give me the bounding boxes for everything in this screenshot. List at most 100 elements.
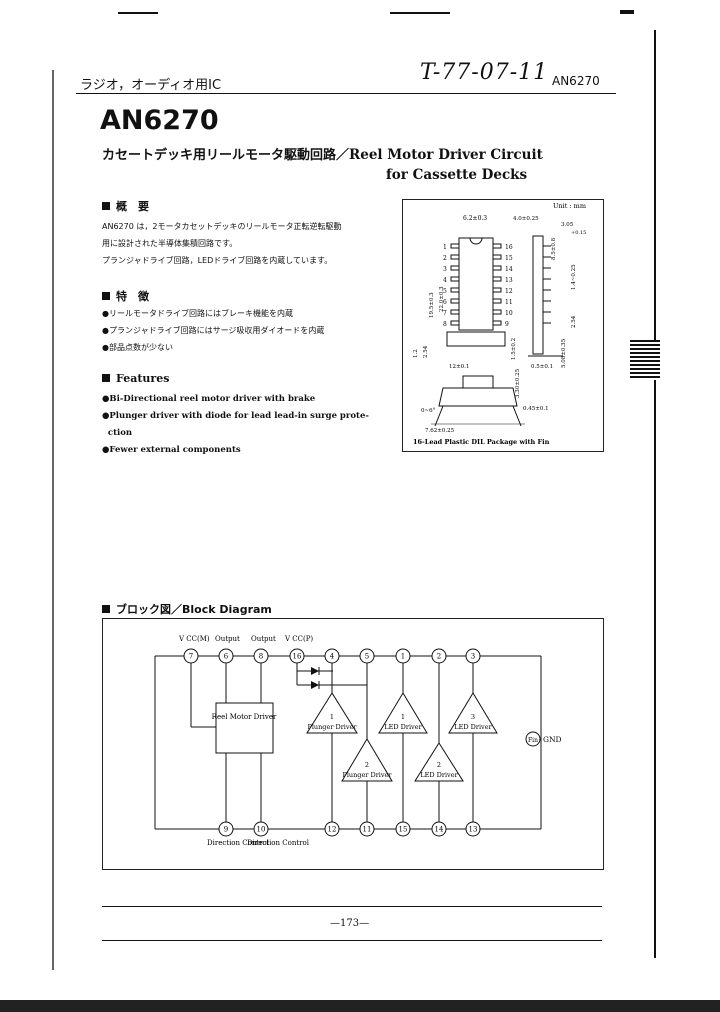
pin-label: 6 — [224, 653, 229, 661]
section-marker-icon — [102, 292, 110, 300]
pin-number: 8 — [443, 321, 447, 328]
subtitle-en-part: Reel Motor Driver Circuit — [349, 147, 543, 163]
package-pin — [492, 276, 502, 282]
pin-number: 12 — [505, 288, 513, 295]
pin-number: 11 — [505, 299, 513, 306]
tokuchou-heading-text: 特 徴 — [116, 290, 149, 303]
overview-line: プランジャドライブ回路，LEDドライブ回路を内蔵しています。 — [102, 256, 333, 265]
label-vcc-p: V CC(P) — [284, 635, 313, 643]
driver-name: LED Driver — [454, 723, 492, 731]
package-pin — [450, 320, 460, 326]
pin-circle — [465, 648, 481, 664]
pin-label: 2 — [437, 653, 441, 661]
pin-circle — [324, 648, 340, 664]
unit-label: Unit : mm — [553, 202, 586, 210]
features-heading: Features — [102, 372, 169, 385]
block-diagram: V CC(M) Output Output V CC(P) Reel Motor… — [154, 635, 562, 847]
driver-name: LED Driver — [384, 723, 422, 731]
dim-text: 1.5±0.2 — [511, 338, 517, 360]
pin-label: 7 — [189, 653, 193, 661]
pin-circle — [253, 821, 269, 837]
list-item: ●プランジャドライブ回路にはサージ吸収用ダイオードを内蔵 — [102, 326, 325, 335]
end-fin — [462, 375, 494, 389]
driver-name: LED Driver — [420, 771, 458, 779]
block-diagram-heading: ブロック図／Block Diagram — [102, 601, 272, 617]
package-pin — [450, 265, 460, 271]
dim-text: 5.08±0.35 — [561, 338, 567, 368]
package-pin — [450, 243, 460, 249]
handwritten-code: T-77-07-11 — [420, 60, 549, 85]
header-category: ラジオ，オーディオ用IC — [80, 78, 222, 93]
pin-circle — [218, 648, 234, 664]
driver-number: 1 — [401, 713, 405, 721]
package-pin — [492, 309, 502, 315]
dim-text: 2.54 — [571, 315, 577, 328]
section-marker-icon — [102, 605, 110, 613]
side-leads-group — [543, 245, 551, 324]
pin-circle — [359, 821, 375, 837]
pin-number: 7 — [443, 310, 447, 317]
pin-circle — [359, 648, 375, 664]
pin-circle — [218, 821, 234, 837]
driver-number: 2 — [365, 761, 369, 769]
chip-top-body — [458, 237, 494, 331]
pin-label: 14 — [435, 826, 444, 834]
driver-number: 2 — [437, 761, 441, 769]
pin-number: 10 — [505, 310, 513, 317]
pin-number: 9 — [505, 321, 509, 328]
subtitle-en-line2: for Cassette Decks — [386, 167, 528, 183]
pin-number: 15 — [505, 255, 513, 262]
features-heading-text: Features — [116, 372, 170, 385]
section-marker-icon — [102, 374, 110, 382]
pin-label: 8 — [259, 653, 263, 661]
section-marker-icon — [102, 202, 110, 210]
pin-circle — [253, 648, 269, 664]
pin-label: 16 — [293, 653, 302, 661]
pin-label: 3 — [471, 653, 475, 661]
pin-number: 6 — [443, 299, 447, 306]
dim-text: 7.62±0.25 — [425, 428, 455, 434]
dim-text: 6.2±0.3 — [463, 215, 487, 222]
pin-number: 1 — [443, 244, 447, 251]
fin-label: Fin — [528, 737, 538, 744]
driver-name: Plunger Driver — [307, 723, 357, 731]
top-corner-mark-2 — [390, 12, 450, 14]
header-part-number: AN6270 — [552, 74, 600, 88]
top-corner-mark-3 — [620, 10, 634, 14]
subtitle-jp-part: カセートデッキ用リールモータ駆動回路／ — [102, 148, 350, 163]
driver-name: Plunger Driver — [342, 771, 392, 779]
list-item: ●Fewer external components — [102, 445, 241, 455]
direction-control-1: Direction Control — [207, 839, 270, 847]
list-item: ●Bi-Directional reel motor driver with b… — [102, 394, 316, 404]
package-pin — [492, 254, 502, 260]
page-number: —173— — [330, 918, 370, 929]
edge-barcode — [630, 340, 660, 380]
overview-line: AN6270 は，2モータカセットデッキのリールモータ正転逆転駆動 — [102, 222, 342, 231]
package-pin — [492, 298, 502, 304]
diode-icon — [311, 667, 319, 675]
chip-end-body — [438, 387, 518, 407]
footer-rule — [102, 906, 602, 907]
overview-body: AN6270 は，2モータカセットデッキのリールモータ正転逆転駆動 用に設計され… — [102, 218, 392, 269]
driver-number: 3 — [471, 713, 475, 721]
overview-line: 用に設計された半導体集積回路です。 — [102, 239, 238, 248]
pin-number: 5 — [443, 288, 447, 295]
direction-control-2: Direction Control — [247, 839, 310, 847]
list-item: ction — [102, 428, 133, 438]
pin-label: 5 — [365, 653, 369, 661]
page-frame-left-line — [52, 70, 54, 970]
fin-outline — [446, 331, 506, 347]
dim-text: 0~6° — [421, 408, 436, 414]
dim-text: 1.2 — [413, 349, 419, 358]
dim-text: 0.5±0.1 — [531, 364, 553, 370]
chip-notch — [469, 237, 483, 245]
package-pin — [450, 287, 460, 293]
tokuchou-list: ●リールモータドライブ回路にはブレーキ機能を内蔵 ●プランジャドライブ回路にはサ… — [102, 305, 392, 356]
subtitle-jp: カセートデッキ用リールモータ駆動回路／Reel Motor Driver Cir… — [102, 144, 622, 163]
reel-motor-driver-label: Reel Motor Driver — [212, 713, 277, 721]
pin-circle — [395, 821, 411, 837]
chip-side-body — [532, 235, 544, 355]
label-output-2: Output — [251, 635, 276, 643]
pin-label: 12 — [328, 826, 337, 834]
